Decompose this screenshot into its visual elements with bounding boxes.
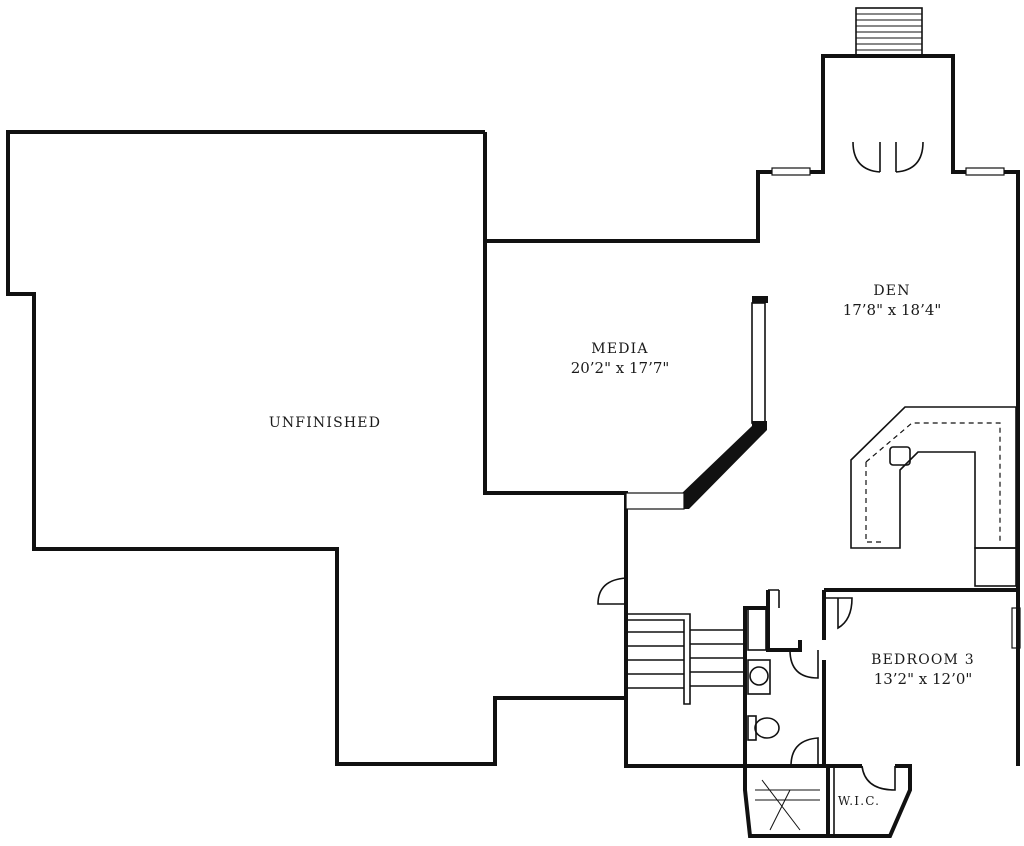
stair-treads (626, 629, 745, 689)
bedroom-door[interactable] (826, 597, 853, 630)
window-right (965, 167, 1005, 176)
closet-wall (768, 589, 780, 608)
door-gap (853, 138, 923, 146)
hall-door[interactable] (597, 577, 627, 605)
room-label-wic: W.I.C. (828, 794, 890, 809)
window-left (771, 167, 811, 176)
stair-outline (626, 613, 691, 705)
unfinished-area-walls (6, 130, 626, 766)
room-name-den: DEN (873, 283, 911, 299)
room-label-bedroom3: BEDROOM 3 13’2" x 12’0" (843, 652, 1003, 688)
room-name-unfinished: UNFINISHED (268, 415, 382, 431)
upper-stair-treads (856, 13, 922, 51)
room-name-media: MEDIA (591, 341, 649, 357)
media-wall-cap (625, 492, 685, 510)
room-name-bedroom3: BEDROOM 3 (871, 652, 975, 668)
bath-door[interactable] (789, 649, 819, 679)
media-room-walls (483, 132, 745, 768)
bath-wall (766, 608, 802, 652)
toilet-tank (747, 715, 757, 741)
room-dimensions-media: 20’2" x 17’7" (570, 358, 670, 377)
room-label-unfinished: UNFINISHED (240, 415, 410, 433)
french-doors[interactable] (852, 141, 924, 173)
room-dimensions-den: 17’8" x 18’4" (842, 300, 942, 319)
counter-dashed-line (865, 422, 1001, 543)
room-name-wic: W.I.C. (837, 794, 881, 808)
bath-lower-door[interactable] (790, 737, 819, 767)
shower-lines (755, 779, 820, 831)
room-dimensions-bedroom3: 13’2" x 12’0" (873, 669, 973, 688)
basin-icon (749, 666, 769, 686)
bath-vanity (747, 659, 771, 695)
bath-door-right (824, 764, 830, 836)
wic-door[interactable] (861, 765, 896, 791)
fireplace-hearth (680, 421, 767, 509)
room-label-den: DEN 17’8" x 18’4" (812, 283, 972, 319)
counter-end-box (974, 547, 1017, 587)
sink-icon (889, 446, 911, 466)
fireplace-column (751, 302, 766, 424)
toilet-bowl (754, 717, 780, 739)
counter-outline (850, 406, 1017, 549)
closet-shelf (747, 607, 767, 651)
room-label-media: MEDIA 20’2" x 17’7" (540, 341, 700, 377)
bedroom-bottom-wall (743, 764, 912, 838)
fireplace-top (752, 296, 768, 303)
